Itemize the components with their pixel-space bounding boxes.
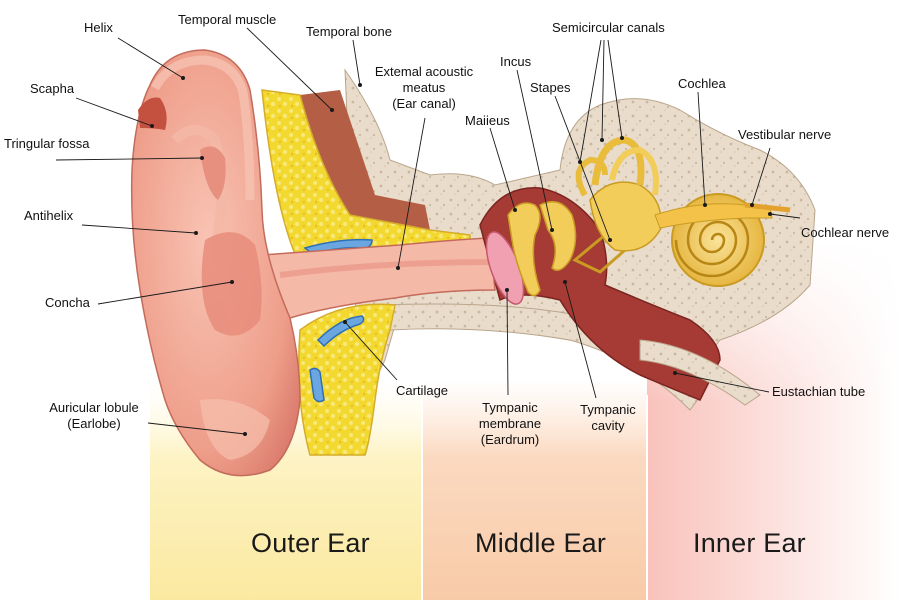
label-scapha: Scapha: [30, 81, 75, 96]
middle-ear-band: [422, 380, 647, 600]
label-tympanic-membrane: Tympanic membrane (Eardrum): [478, 400, 542, 447]
label-eustachian-tube: Eustachian tube: [772, 384, 866, 399]
label-triangular-fossa: Tringular fossa: [4, 136, 90, 151]
label-tympanic-cavity: Tympanic cavity: [580, 402, 636, 433]
label-semicircular-canals: Semicircular canals: [552, 20, 665, 35]
section-title-middle-ear: Middle Ear: [475, 528, 607, 558]
label-helix: Helix: [84, 20, 113, 35]
label-temporal-bone: Temporal bone: [306, 24, 392, 39]
label-external-acoustic-meatus: Extemal acoustic meatus (Ear canal): [374, 64, 474, 111]
label-cochlear-nerve: Cochlear nerve: [801, 225, 890, 240]
temporal-muscle-shape: [300, 90, 430, 230]
section-title-inner-ear: Inner Ear: [693, 528, 806, 558]
label-concha: Concha: [45, 295, 90, 310]
label-incus: Incus: [500, 54, 532, 69]
incus-shape: [539, 200, 577, 271]
label-auricular-lobule: Auricular lobule (Earlobe): [49, 400, 139, 431]
label-malleus: Maiieus: [465, 113, 510, 128]
label-stapes: Stapes: [530, 80, 571, 95]
label-cartilage: Cartilage: [396, 383, 449, 398]
label-cochlea: Cochlea: [678, 76, 726, 91]
section-title-outer-ear: Outer Ear: [251, 528, 370, 558]
nerve-bundle-shape: [654, 203, 773, 229]
malleus-shape: [507, 202, 541, 297]
label-temporal-muscle: Temporal muscle: [178, 12, 277, 27]
label-vestibular-nerve: Vestibular nerve: [738, 127, 832, 142]
label-antihelix: Antihelix: [24, 208, 74, 223]
